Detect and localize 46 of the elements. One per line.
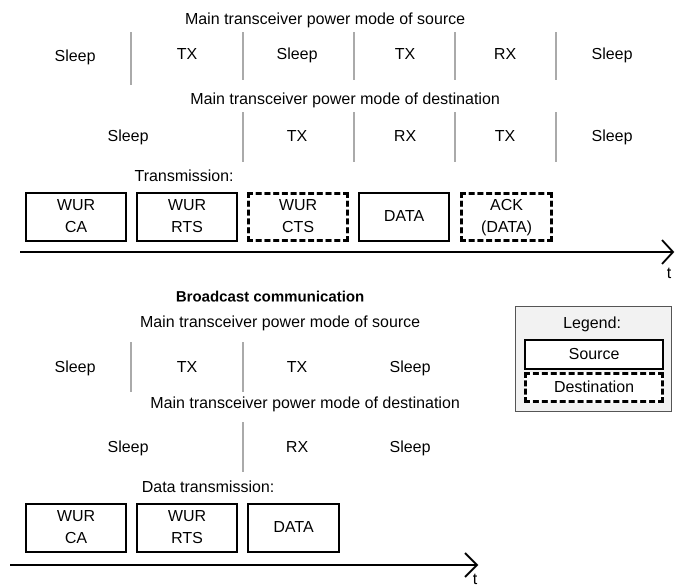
timeline-label: TX [286, 360, 308, 376]
section-heading: Broadcast communication [176, 290, 364, 304]
timeline-label: Sleep [592, 129, 632, 145]
frame-label: DATA [382, 207, 426, 227]
frame-label: WUR RTS [166, 507, 208, 549]
legend-item: Destination [524, 372, 664, 403]
timeline-label: t [666, 266, 672, 282]
destination-frame-box [460, 192, 553, 242]
timeline-label: Sleep [108, 129, 148, 145]
timeline-label: TX [494, 129, 516, 145]
timeline-label: Main transceiver power mode of source [184, 12, 466, 28]
timeline-label: RX [394, 129, 416, 145]
timeline-label: Sleep [54, 360, 96, 376]
source-frame-box [25, 192, 127, 242]
timeline-label: t [472, 572, 478, 588]
timeline-label: TX [394, 47, 416, 63]
timeline-label: Sleep [390, 440, 430, 456]
legend-item: Source [524, 339, 664, 370]
frame-label: WUR CA [56, 196, 96, 238]
timeline-label: Transmission: [134, 169, 234, 185]
source-frame-box [136, 192, 238, 242]
timeline-label: Legend: [563, 316, 621, 332]
timeline-label: Main transceiver power mode of source [140, 315, 420, 331]
timeline-label: TX [286, 129, 308, 145]
timeline-label: Data transmission: [142, 480, 274, 496]
destination-frame-box [247, 192, 349, 242]
frame-label: ACK (DATA) [480, 196, 533, 238]
timeline-label: Sleep [108, 440, 148, 456]
timeline-label: Sleep [390, 360, 430, 376]
source-frame-box [358, 192, 450, 242]
timeline-label: RX [494, 47, 516, 63]
frame-label: WUR RTS [166, 196, 208, 238]
timeline-label: Sleep [592, 47, 632, 63]
source-frame-box [25, 503, 127, 553]
frame-label: WUR CTS [278, 196, 318, 238]
frame-label: DATA [272, 518, 315, 538]
timeline-label: Main transceiver power mode of destination [150, 396, 460, 412]
timeline-label: Main transceiver power mode of destination [190, 92, 500, 108]
timeline-label: Sleep [54, 49, 96, 65]
source-frame-box [136, 503, 238, 553]
source-frame-box [247, 503, 340, 553]
frame-label: WUR CA [56, 507, 96, 549]
timeline-label: RX [286, 440, 308, 456]
timeline-label: TX [176, 360, 198, 376]
timeline-label: Sleep [276, 47, 318, 63]
timeline-label: TX [176, 47, 198, 63]
